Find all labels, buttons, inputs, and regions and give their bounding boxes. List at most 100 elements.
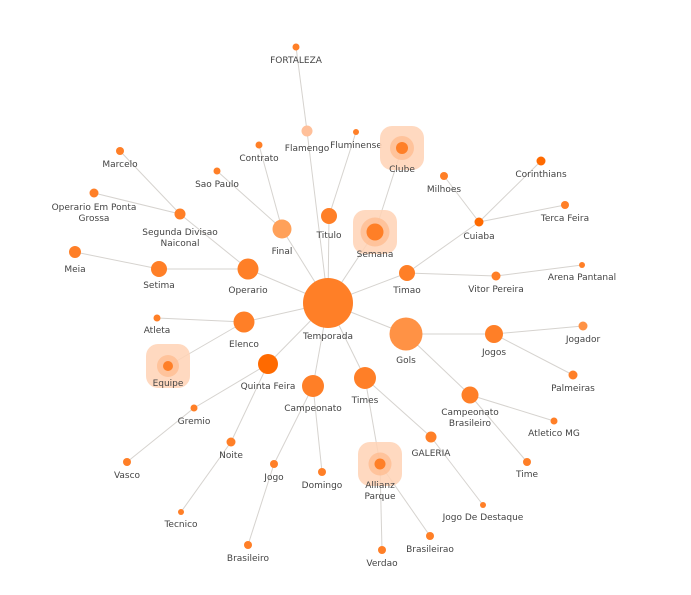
node-circle[interactable] (480, 502, 486, 508)
node-cuiaba[interactable]: Cuiaba (463, 217, 495, 243)
node-timao[interactable]: Timao (392, 265, 421, 296)
node-vasco[interactable]: Vasco (114, 458, 141, 481)
node-circle[interactable] (485, 325, 503, 343)
node-circle[interactable] (425, 431, 437, 443)
node-quinta-feira[interactable]: Quinta Feira (241, 354, 296, 392)
node-circle[interactable] (353, 129, 359, 135)
node-clube[interactable]: Clube (380, 126, 424, 175)
node-equipe[interactable]: Equipe (146, 344, 190, 389)
node-circle[interactable] (151, 261, 167, 277)
node-brasileiro[interactable]: Brasileiro (227, 541, 270, 564)
node-circle[interactable] (366, 223, 384, 241)
node-verdao[interactable]: Verdao (366, 546, 398, 569)
node-circle[interactable] (178, 509, 184, 515)
node-operario[interactable]: Operario (228, 258, 268, 297)
node-circle[interactable] (258, 354, 278, 374)
node-corinthians[interactable]: Corinthians (515, 156, 567, 181)
node-label: Titulo (316, 231, 342, 241)
node-semana[interactable]: Semana (353, 210, 397, 260)
node-circle[interactable] (426, 532, 434, 540)
node-circle[interactable] (568, 370, 578, 380)
node-circle[interactable] (536, 156, 546, 166)
node-circle[interactable] (233, 311, 255, 333)
node-circle[interactable] (116, 147, 124, 155)
node-circle[interactable] (461, 386, 479, 404)
node-circle[interactable] (163, 361, 173, 371)
node-circle[interactable] (69, 246, 81, 258)
node-circle[interactable] (491, 271, 501, 281)
node-circle[interactable] (270, 460, 278, 468)
node-circle[interactable] (301, 125, 313, 137)
node-fortaleza[interactable]: FORTALEZA (270, 43, 323, 67)
node-domingo[interactable]: Domingo (302, 468, 343, 491)
node-terca-feira[interactable]: Terca Feira (540, 201, 589, 224)
node-circle[interactable] (389, 317, 423, 351)
node-elenco[interactable]: Elenco (229, 311, 259, 351)
node-circle[interactable] (244, 541, 252, 549)
node-time[interactable]: Time (515, 458, 538, 480)
node-circle[interactable] (579, 262, 585, 268)
node-circle[interactable] (226, 437, 236, 447)
node-vitor-pereira[interactable]: Vitor Pereira (468, 271, 524, 296)
node-final[interactable]: Final (272, 219, 293, 258)
edge-jogos-jogador (493, 325, 584, 335)
node-fluminense[interactable]: Fluminense (330, 129, 382, 151)
node-circle[interactable] (318, 468, 326, 476)
node-sao-paulo[interactable]: Sao Paulo (195, 167, 239, 191)
node-circle[interactable] (213, 167, 221, 175)
node-circle[interactable] (354, 367, 376, 389)
node-setima[interactable]: Setima (143, 261, 175, 291)
node-circle[interactable] (578, 321, 588, 331)
node-circle[interactable] (396, 142, 408, 154)
node-circle[interactable] (440, 172, 448, 180)
node-arena-pantanal[interactable]: Arena Pantanal (548, 262, 616, 283)
node-temporada[interactable]: Temporada (302, 278, 353, 342)
node-jogador[interactable]: Jogador (565, 321, 601, 346)
node-palmeiras[interactable]: Palmeiras (551, 370, 595, 395)
node-circle[interactable] (272, 219, 292, 239)
node-circle[interactable] (474, 217, 484, 227)
node-gols[interactable]: Gols (389, 317, 423, 367)
node-circle[interactable] (190, 404, 198, 412)
node-circle[interactable] (255, 141, 263, 149)
node-jogo-de-destaque[interactable]: Jogo De Destaque (442, 502, 524, 523)
node-atletico-mg[interactable]: Atletico MG (528, 417, 580, 440)
node-circle[interactable] (153, 314, 161, 322)
node-circle[interactable] (237, 258, 259, 280)
node-circle[interactable] (321, 208, 337, 224)
node-circle[interactable] (89, 188, 99, 198)
node-circle[interactable] (174, 208, 186, 220)
node-jogo[interactable]: Jogo (263, 460, 284, 483)
node-circle[interactable] (399, 265, 415, 281)
node-noite[interactable]: Noite (219, 437, 243, 462)
node-galeria[interactable]: GALERIA (412, 431, 452, 460)
node-tecnico[interactable]: Tecnico (163, 509, 198, 530)
node-circle[interactable] (550, 417, 558, 425)
node-circle[interactable] (302, 375, 324, 397)
node-circle[interactable] (523, 458, 531, 466)
node-circle[interactable] (292, 43, 300, 51)
node-jogos[interactable]: Jogos (481, 325, 506, 358)
node-circle[interactable] (374, 458, 386, 470)
node-meia[interactable]: Meia (64, 246, 86, 275)
node-times[interactable]: Times (351, 367, 379, 406)
node-flamengo[interactable]: Flamengo (285, 125, 330, 155)
node-milhoes[interactable]: Milhoes (427, 172, 462, 195)
node-circle[interactable] (123, 458, 131, 466)
node-atleta[interactable]: Atleta (144, 314, 171, 337)
node-brasileirao[interactable]: Brasileirao (406, 532, 454, 555)
node-circle[interactable] (561, 201, 569, 209)
node-campeonato[interactable]: Campeonato (284, 375, 342, 414)
node-gremio[interactable]: Gremio (178, 404, 211, 428)
node-circle[interactable] (303, 278, 353, 328)
node-titulo[interactable]: Titulo (316, 208, 342, 241)
node-marcelo[interactable]: Marcelo (102, 147, 138, 170)
edge-setima-meia (74, 251, 160, 270)
node-circle[interactable] (378, 546, 386, 554)
node-contrato[interactable]: Contrato (239, 141, 279, 165)
